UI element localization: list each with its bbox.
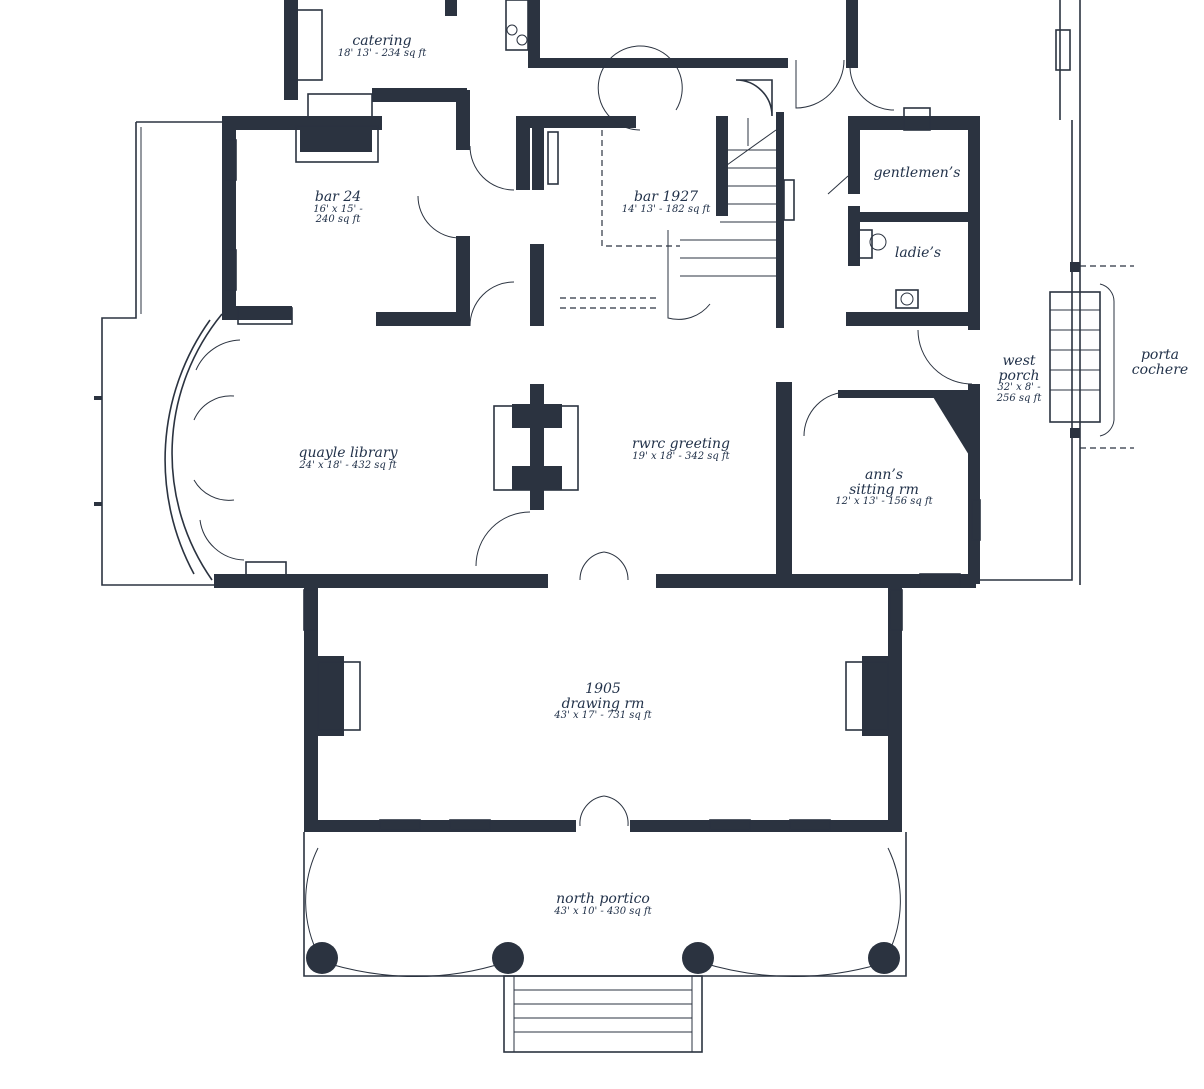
room-label-porta-cochere: porta cochere <box>1132 348 1188 377</box>
room-dims: 32' x 8' - <box>997 382 1041 394</box>
west-porch <box>917 262 1134 449</box>
room-label-quayle-library: quayle library 24' x 18' - 432 sq ft <box>298 446 397 471</box>
upper-kitchen-walls <box>505 0 895 111</box>
bar24-walls <box>222 90 515 327</box>
room-name: bar 24 <box>314 189 362 205</box>
room-name: sitting rm <box>849 481 919 498</box>
central-fireplace <box>475 384 579 567</box>
room-dims: 19' x 18' - 342 sq ft <box>632 450 730 462</box>
anns-walls <box>776 382 981 584</box>
room-name: porch <box>998 367 1040 384</box>
room-label-bar24: bar 24 16' x 15' - 240 sq ft <box>313 190 363 226</box>
room-dims: 43' x 17' - 731 sq ft <box>554 710 652 722</box>
room-dims: 43' x 10' - 430 sq ft <box>554 905 652 917</box>
room-dims: 12' x 13' - 156 sq ft <box>835 496 933 508</box>
library-bay <box>94 307 293 581</box>
room-name: rwrc greeting <box>632 436 730 452</box>
west-wing-outline <box>101 121 228 586</box>
room-name: bar 1927 <box>633 189 699 205</box>
staircase <box>667 118 795 320</box>
room-name: 1905 <box>585 681 621 697</box>
main-cross-wall <box>214 551 976 588</box>
room-label-anns-sitting: ann’s sitting rm 12' x 13' - 156 sq ft <box>835 468 932 508</box>
room-name: porta <box>1140 347 1180 363</box>
room-label-gentlemens: gentlemen’s <box>874 166 961 181</box>
room-dims: 16' x 15' - <box>313 203 363 215</box>
catering-walls <box>284 0 467 119</box>
restroom-walls <box>827 107 980 330</box>
room-name: quayle library <box>298 445 398 461</box>
room-name: ann’s <box>864 467 904 483</box>
drawing-room-walls <box>303 588 903 832</box>
room-label-north-portico: north portico 43' x 10' - 430 sq ft <box>554 892 651 917</box>
room-dims: 14' 13' - 182 sq ft <box>621 203 711 215</box>
room-name: west <box>1002 353 1036 369</box>
bar1927-walls <box>516 45 795 328</box>
room-label-ladies: ladie’s <box>895 246 941 261</box>
room-label-rwrc-greeting: rwrc greeting 19' x 18' - 342 sq ft <box>632 437 730 462</box>
north-portico <box>303 832 907 1053</box>
room-name: gentlemen’s <box>873 165 961 181</box>
room-dims: 24' x 18' - 432 sq ft <box>299 459 397 471</box>
room-name: north portico <box>556 891 650 907</box>
room-name: drawing rm <box>561 695 645 712</box>
room-label-bar1927: bar 1927 14' 13' - 182 sq ft <box>622 190 711 215</box>
room-label-westporch: west porch 32' x 8' - 256 sq ft <box>997 354 1042 404</box>
room-name: cochere <box>1131 361 1189 378</box>
room-name: ladie’s <box>894 245 942 261</box>
room-dims: 240 sq ft <box>315 214 361 226</box>
room-name: catering <box>352 33 412 49</box>
room-label-catering: catering 18' 13' - 234 sq ft <box>338 34 427 59</box>
room-dims: 256 sq ft <box>996 392 1042 404</box>
room-dims: 18' 13' - 234 sq ft <box>337 47 427 59</box>
room-label-drawing-room: 1905 drawing rm 43' x 17' - 731 sq ft <box>554 682 651 722</box>
